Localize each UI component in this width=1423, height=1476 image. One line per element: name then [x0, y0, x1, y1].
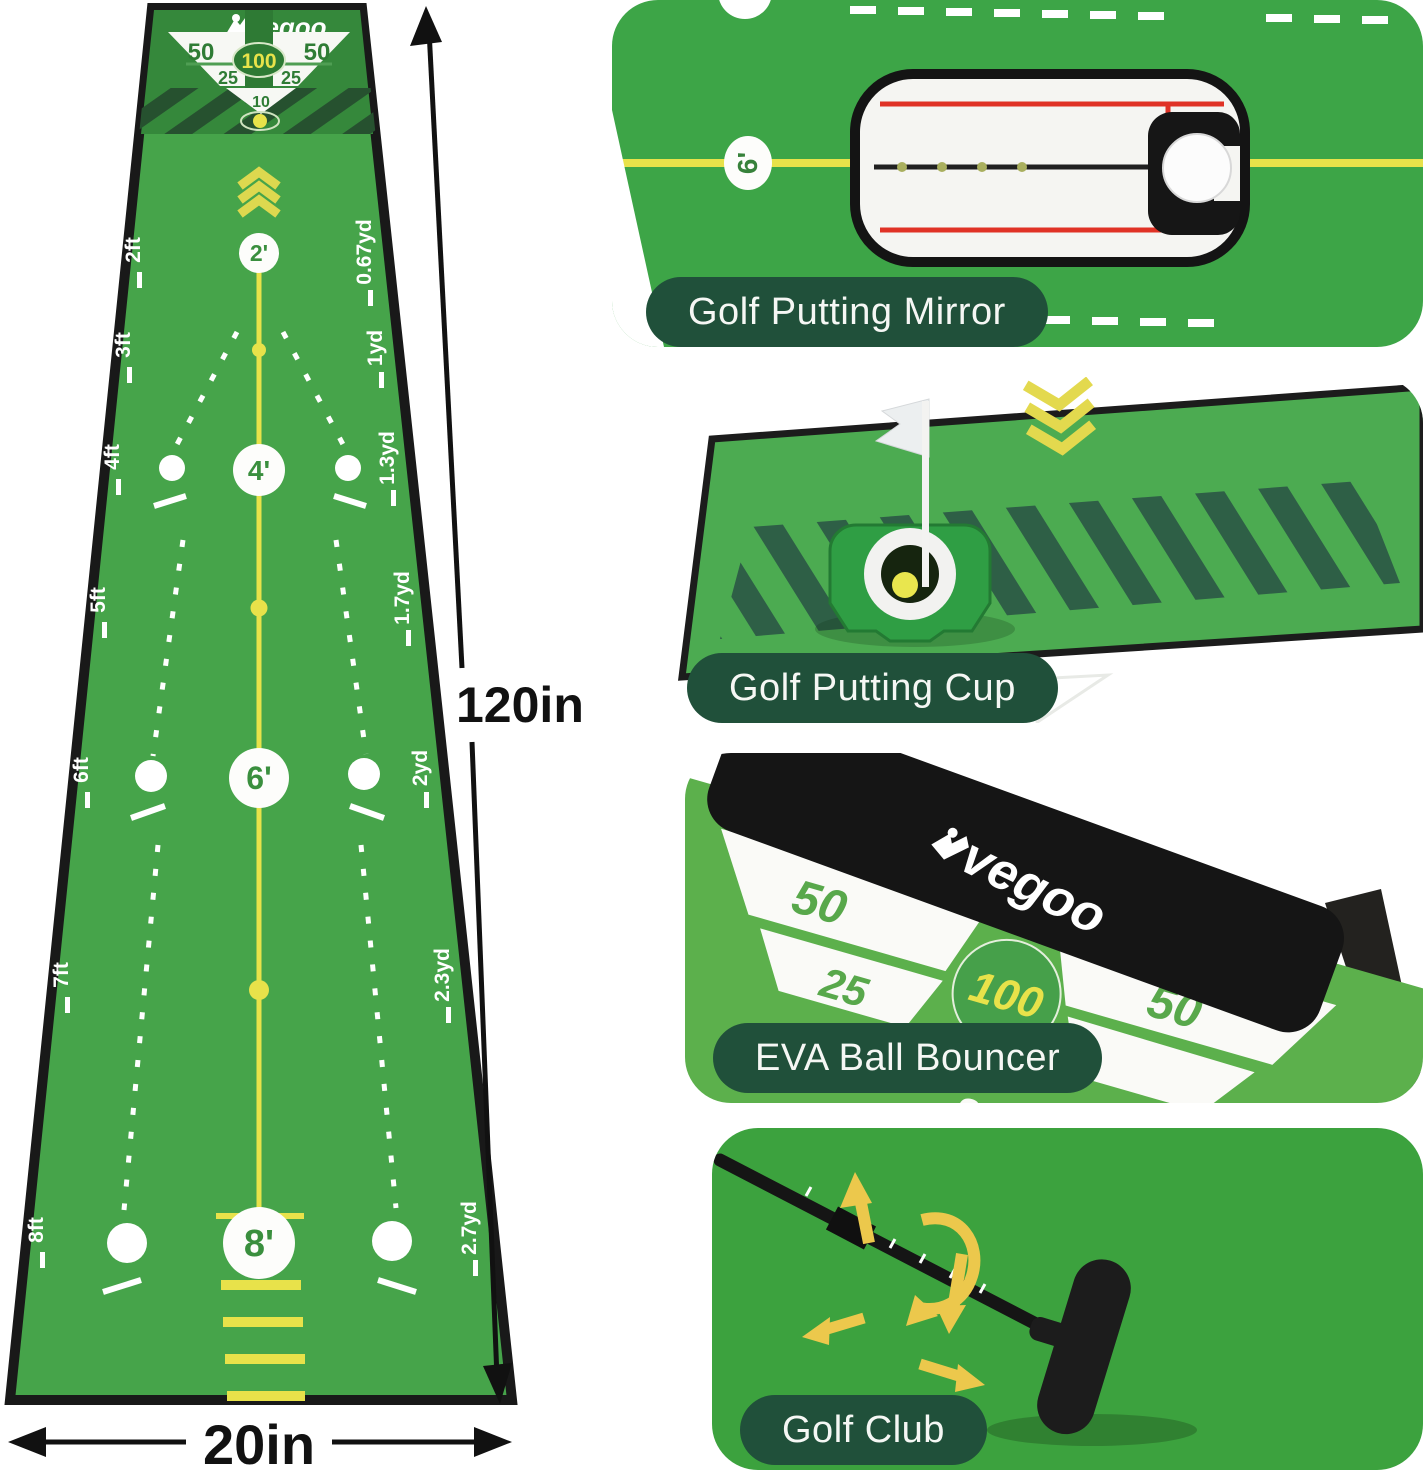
golf-ball: [1162, 133, 1232, 203]
distance-circle-4: 4': [248, 455, 270, 486]
feet-marks: 2ft 3ft 4ft 5ft 6ft 7ft 8ft: [25, 237, 145, 1268]
putting-mat-illustration: vegoo 50 50 25 25 100 10: [4, 3, 584, 1476]
vegoo-logo-icon: [931, 833, 969, 860]
card-putting-mirror: 6' Golf Putting Mirror: [612, 0, 1423, 347]
feet-mark-ticks: [40, 272, 142, 1268]
yard-marks: 0.67yd 1yd 1.3yd 1.7yd 2yd 2.3yd 2.7yd: [353, 219, 481, 1276]
ball-in-cup: [892, 572, 918, 598]
distance-circle-2: 2': [250, 240, 268, 266]
length-dimension-arrow: 120in: [410, 6, 584, 1404]
card-label: Golf Putting Mirror: [688, 290, 1006, 333]
line-dot: [249, 980, 269, 1000]
score-triangle-10: [226, 88, 296, 114]
mark-7ft: 7ft: [50, 962, 73, 988]
eva-foam-bar: vegoo: [707, 753, 1344, 1033]
yard-mark-ticks: [368, 290, 478, 1276]
direction-chevrons: [1022, 377, 1097, 456]
distance-circle-6-label: 6': [732, 152, 763, 174]
hole-oval: [240, 111, 280, 131]
mark-2-7yd: 2.7yd: [458, 1201, 481, 1255]
mark-2yd: 2yd: [409, 750, 432, 786]
card-label: Golf Putting Cup: [729, 666, 1016, 709]
card-label: EVA Ball Bouncer: [755, 1036, 1061, 1079]
golf-ball-glyph: [232, 14, 240, 22]
stance-bars: [221, 1280, 305, 1401]
direction-chevrons: [237, 166, 281, 218]
card-golf-club: Golf Club: [712, 1128, 1423, 1470]
mark-1-3yd: 1.3yd: [376, 431, 399, 485]
ball-marker-ticks: [102, 493, 417, 1295]
line-dot: [250, 599, 268, 617]
score-50-right: 50: [304, 39, 331, 66]
mark-2-3yd: 2.3yd: [431, 948, 454, 1002]
score-25-left: 25: [218, 68, 238, 88]
motion-arrows: [802, 1172, 985, 1392]
card-ball-bouncer: 50 25 100 50 25 vegoo EVA Ball Bouncer: [685, 753, 1423, 1103]
mark-6ft: 6ft: [70, 757, 93, 783]
length-dimension-label: 120in: [456, 677, 584, 733]
putter-head: [1029, 1259, 1131, 1435]
hole-dot: [253, 114, 267, 128]
card-label-pill: EVA Ball Bouncer: [713, 1023, 1103, 1093]
card-label-pill: Golf Putting Cup: [687, 653, 1058, 723]
card-label-pill: Golf Club: [740, 1395, 987, 1465]
width-dimension-label: 20in: [203, 1413, 315, 1476]
mark-5ft: 5ft: [87, 587, 110, 613]
mark-4ft: 4ft: [101, 444, 124, 470]
line-dot: [252, 343, 266, 357]
flag-pole: [922, 401, 929, 587]
ball-marker: [719, 0, 771, 19]
distance-circle-8: 8': [244, 1223, 274, 1265]
putting-mirror: [850, 69, 1250, 267]
card-label-pill: Golf Putting Mirror: [646, 277, 1048, 347]
mark-1yd: 1yd: [364, 330, 387, 366]
gate-dots: [897, 162, 1027, 172]
score-50-left: 50: [188, 39, 215, 66]
distance-circles: 2' 4' 6' 8': [223, 233, 295, 1279]
mark-2ft: 2ft: [122, 237, 145, 263]
putting-cup: [828, 523, 992, 643]
card-label: Golf Club: [782, 1408, 945, 1451]
golf-club-photo: [712, 1128, 1423, 1470]
ball-markers: [107, 455, 412, 1263]
mark-0-67yd: 0.67yd: [353, 219, 376, 284]
score-target: 50 50 25 25 100 10: [168, 10, 350, 131]
score-25-right: 25: [281, 68, 301, 88]
score-100-oval: [232, 42, 286, 78]
club-shaft: [713, 1153, 1074, 1347]
flag: [874, 398, 930, 587]
mark-3ft: 3ft: [112, 332, 135, 358]
score-10: 10: [252, 94, 270, 111]
mark-8ft: 8ft: [25, 1217, 48, 1243]
club-shadow: [987, 1414, 1197, 1446]
golf-ball-glyph: [947, 827, 958, 838]
mark-1-7yd: 1.7yd: [391, 571, 414, 625]
distance-circle-6: 6': [246, 760, 271, 796]
width-dimension-arrow: 20in: [8, 1410, 512, 1476]
distance-circle-6: [724, 136, 772, 190]
score-100: 100: [241, 50, 276, 73]
card-putting-cup: 25 Golf Putting Cup: [660, 377, 1423, 723]
